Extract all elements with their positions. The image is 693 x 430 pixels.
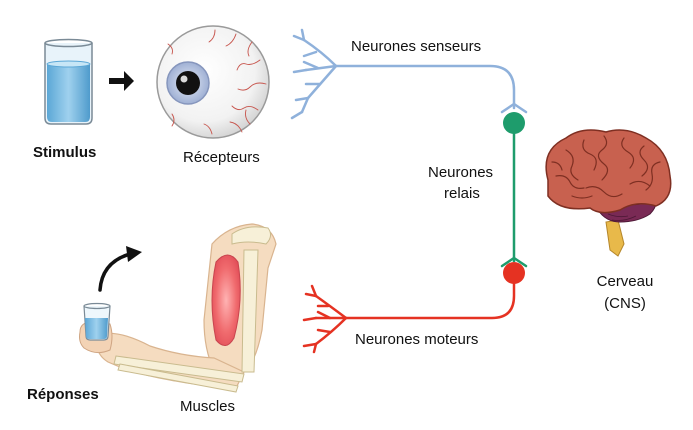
brain-icon xyxy=(545,129,672,257)
responses-label: Réponses xyxy=(27,386,99,403)
motor-neuron-body xyxy=(503,262,525,284)
relay-neurons-label-line1: Neurones xyxy=(428,164,494,181)
eyeball-icon xyxy=(156,25,270,139)
curved-arrow-icon xyxy=(98,246,142,292)
stimulus-label: Stimulus xyxy=(33,144,97,161)
sensory-neurons-label: Neurones senseurs xyxy=(351,38,482,55)
brain-label-line2: (CNS) xyxy=(604,295,646,312)
sensory-neuron-path xyxy=(290,28,528,120)
arrow-right-icon xyxy=(109,71,134,91)
muscles-label: Muscles xyxy=(180,398,236,415)
motor-neuron-path xyxy=(302,271,516,354)
held-glass-icon xyxy=(83,302,111,341)
arm-icon xyxy=(79,223,277,393)
relay-neuron xyxy=(500,112,528,268)
motor-neurons-label: Neurones moteurs xyxy=(355,331,479,348)
relay-neurons-label-line2: relais xyxy=(444,185,480,202)
water-glass-icon xyxy=(44,38,93,125)
receptors-label: Récepteurs xyxy=(183,149,260,166)
brain-label-line1: Cerveau xyxy=(596,273,654,290)
